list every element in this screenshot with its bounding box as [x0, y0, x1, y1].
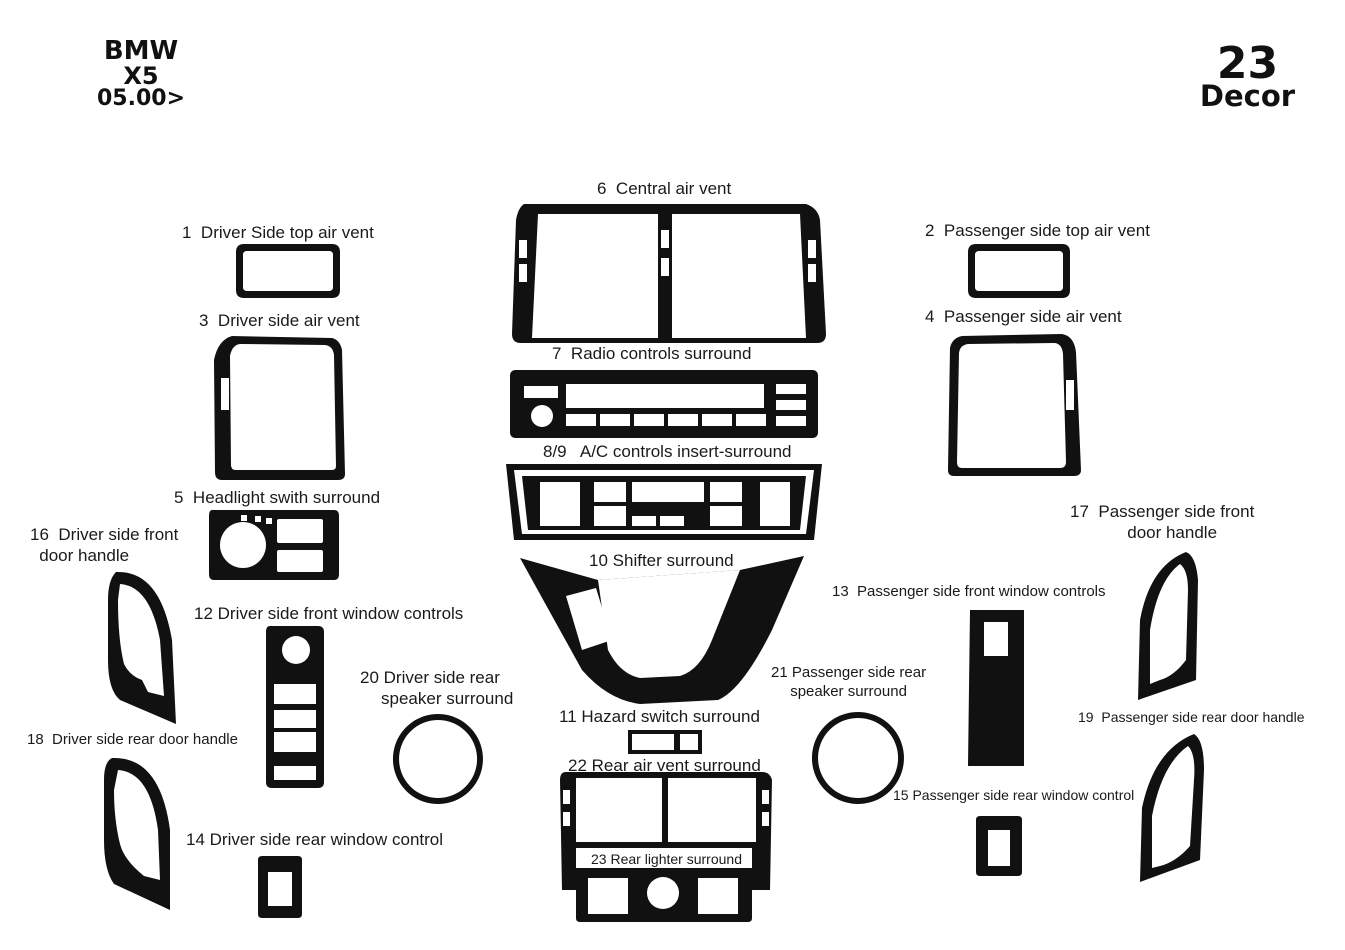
part-18-shape — [104, 757, 170, 910]
part-17-shape — [1138, 552, 1198, 700]
label-part-6: 6 Central air vent — [597, 179, 732, 198]
part-cutout — [241, 515, 247, 521]
part-cutout — [762, 812, 769, 826]
part-cutout — [702, 414, 732, 426]
label-part-10: 10 Shifter surround — [589, 551, 734, 570]
part-cutout — [710, 482, 742, 502]
label-part-2: 2 Passenger side top air vent — [925, 221, 1150, 240]
part-1-shape — [236, 244, 340, 298]
part-cutout — [576, 778, 662, 842]
part-cutout — [698, 878, 738, 914]
part-cutout — [519, 264, 527, 282]
model-title: X5 — [123, 62, 159, 90]
part-cutout — [277, 550, 323, 572]
brand-title: BMW — [103, 36, 179, 66]
part-cutout — [776, 416, 806, 426]
label-part-11: 11 Hazard switch surround — [559, 707, 760, 726]
part-cutout — [563, 790, 570, 804]
part-cutout — [661, 258, 669, 276]
part-cutout — [588, 878, 628, 914]
part-4-slot — [1066, 380, 1074, 410]
part-15-shape — [976, 816, 1022, 876]
part-cutout — [762, 790, 769, 804]
part-cutout — [660, 516, 684, 526]
part-cutout — [519, 240, 527, 258]
part-cutout — [274, 766, 316, 780]
part-cutout — [634, 414, 664, 426]
part-21-shape — [811, 712, 904, 804]
part-cutout — [632, 482, 704, 502]
label-part-5: 5 Headlight swith surround — [174, 488, 381, 507]
part-cutout — [984, 622, 1008, 656]
label-part-22: 22 Rear air vent surround — [568, 756, 761, 775]
label-part-8-9: 8/9 A/C controls insert-surround — [543, 442, 792, 461]
part-cutout — [524, 386, 558, 398]
label-part-1: 1 Driver Side top air vent — [182, 223, 374, 242]
part-3-shape — [214, 336, 345, 480]
year-range: 05.00> — [96, 86, 186, 111]
part-13-shape — [968, 610, 1024, 766]
label-part-12: 12 Driver side front window controls — [194, 604, 464, 623]
part-cutout — [668, 414, 698, 426]
part-16-shape — [108, 571, 176, 724]
part-4-shape — [948, 334, 1081, 476]
label-part-13: 13 Passenger side front window controls — [832, 583, 1106, 600]
part-cutout — [661, 230, 669, 248]
kit-type: Decor — [1199, 79, 1296, 113]
part-20-shape — [392, 714, 483, 804]
part-cutout — [594, 482, 626, 502]
part-cutout — [632, 516, 656, 526]
label-part-19: 19 Passenger side rear door handle — [1078, 709, 1305, 725]
part-cutout — [598, 570, 740, 678]
part-cutout — [282, 636, 310, 664]
part-cutout — [600, 414, 630, 426]
part-cutout — [776, 400, 806, 410]
part-cutout — [274, 684, 316, 704]
part-cutout — [576, 848, 752, 868]
label-part-14: 14 Driver side rear window control — [186, 830, 444, 849]
part-cutout — [672, 214, 806, 338]
label-part-18: 18 Driver side rear door handle — [27, 731, 238, 748]
label-part-4: 4 Passenger side air vent — [925, 307, 1122, 326]
part-cutout — [594, 506, 626, 526]
label-part-3: 3 Driver side air vent — [199, 311, 360, 330]
label-part-23: 23 Rear lighter surround — [591, 851, 742, 867]
part-cutout — [776, 384, 806, 394]
part-cutout — [566, 588, 612, 650]
part-cutout — [647, 877, 679, 909]
part-cutout — [668, 778, 756, 842]
part-11-shape — [628, 730, 702, 754]
piece-count: 23 — [1216, 38, 1279, 89]
part-cutout — [566, 414, 596, 426]
part-cutout — [277, 519, 323, 543]
part-cutout — [274, 710, 316, 728]
part-cutout — [255, 516, 261, 522]
part-cutout — [540, 482, 580, 526]
part-cutout — [808, 264, 816, 282]
part-3-slot — [221, 378, 229, 410]
part-14-shape — [258, 856, 302, 918]
label-part-15: 15 Passenger side rear window control — [893, 787, 1135, 803]
part-19-shape — [1140, 734, 1204, 882]
label-part-7: 7 Radio controls surround — [552, 344, 752, 363]
part-cutout — [531, 405, 553, 427]
part-cutout — [266, 518, 272, 524]
part-cutout — [566, 384, 764, 408]
part-cutout — [808, 240, 816, 258]
part-cutout — [736, 414, 766, 426]
part-2-shape — [968, 244, 1070, 298]
part-cutout — [274, 732, 316, 752]
part-cutout — [760, 482, 790, 526]
part-cutout — [532, 214, 658, 338]
part-cutout — [220, 522, 266, 568]
part-cutout — [563, 812, 570, 826]
part-cutout — [710, 506, 742, 526]
